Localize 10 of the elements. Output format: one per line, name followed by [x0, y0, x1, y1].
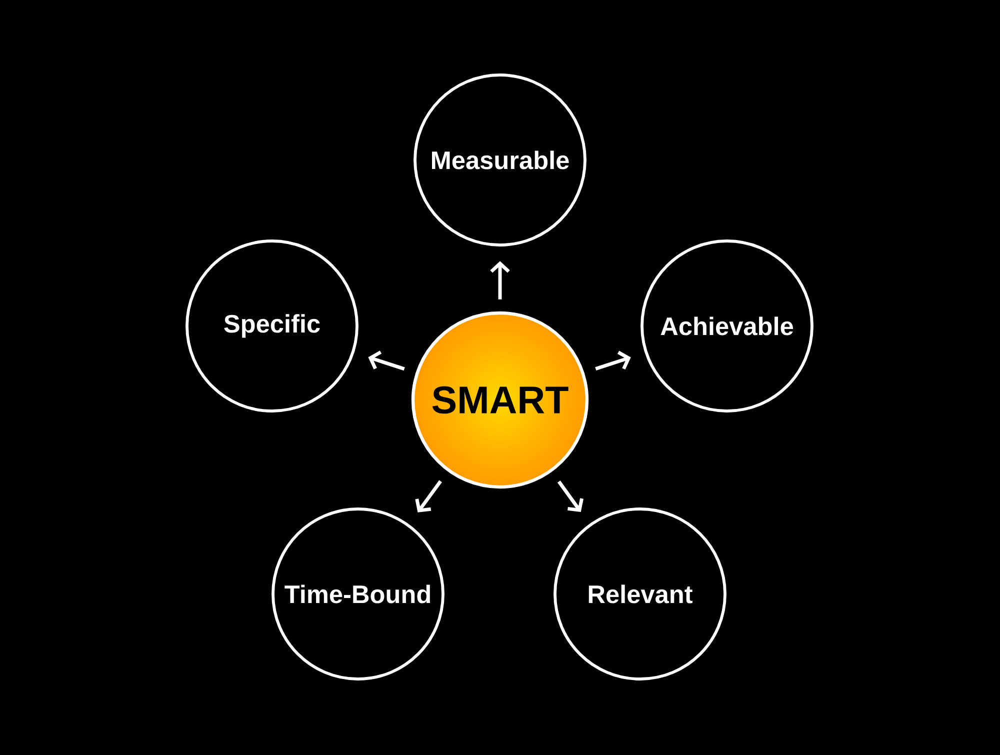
circle-node: Relevant	[554, 508, 726, 680]
circle-node: Time-Bound	[272, 508, 444, 680]
arrow	[595, 350, 631, 370]
circle-node: Specific	[186, 240, 358, 412]
arrow	[368, 350, 405, 371]
circle-node: Achievable	[640, 240, 814, 412]
arrow	[490, 261, 510, 300]
circle-node: Measurable	[414, 74, 586, 246]
arrow	[557, 480, 584, 512]
arrow	[415, 480, 442, 512]
